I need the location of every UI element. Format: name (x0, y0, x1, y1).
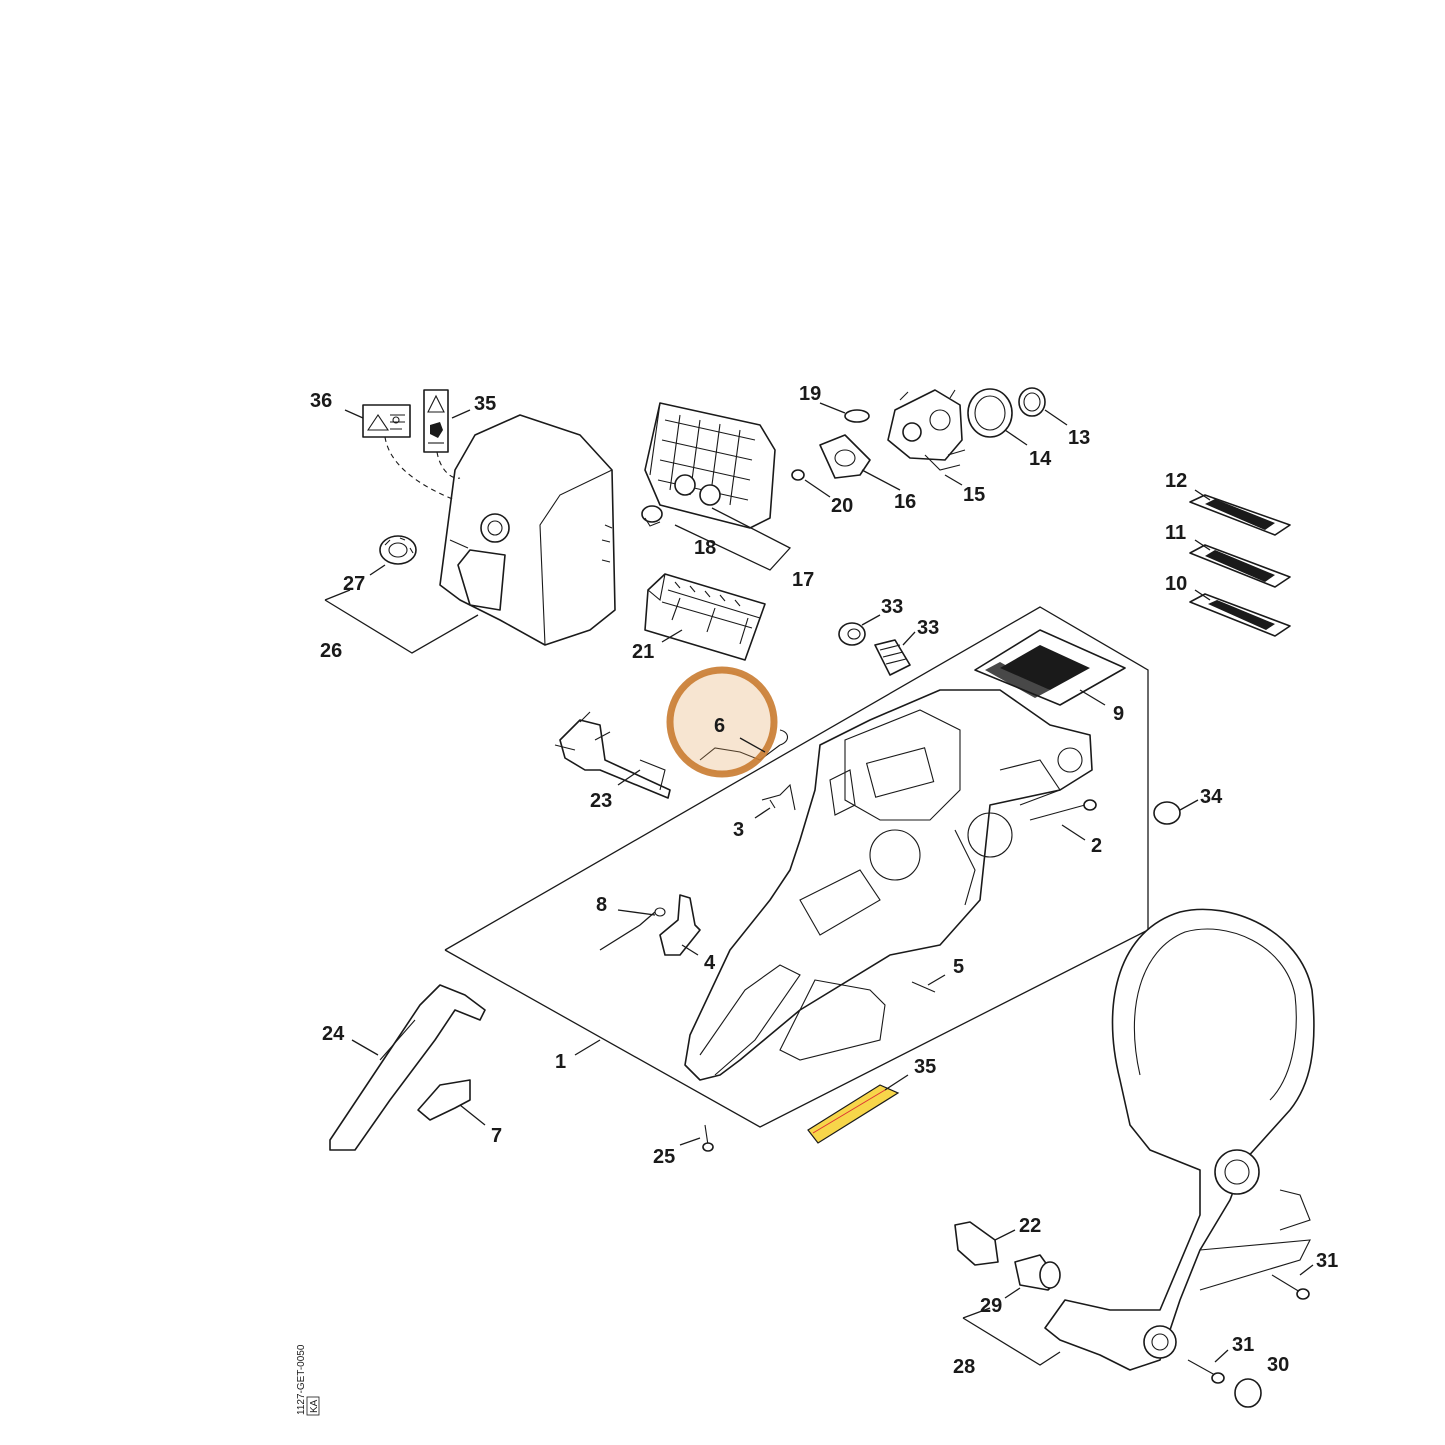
model-badge-10[interactable] (1189, 593, 1291, 637)
callout-22[interactable]: 22 (1019, 1215, 1041, 1237)
callout-25[interactable]: 25 (653, 1146, 675, 1168)
callout-8[interactable]: 8 (596, 894, 607, 916)
svg-text:1127-GET-0050: 1127-GET-0050 (296, 1344, 307, 1415)
callout-18[interactable]: 18 (694, 537, 716, 559)
bracket-7[interactable] (417, 1079, 471, 1121)
carburetor-gasket[interactable] (819, 434, 871, 479)
callout-4[interactable]: 4 (704, 952, 716, 974)
ring-14[interactable] (967, 388, 1013, 438)
callout-10[interactable]: 10 (1165, 573, 1187, 595)
drawing-code: 1127-GET-0050 KA (296, 1344, 320, 1416)
buffer-29[interactable] (1014, 1254, 1061, 1291)
callout-33-upper[interactable]: 33 (881, 596, 903, 618)
pre-filter[interactable] (644, 573, 766, 661)
callout-16[interactable]: 16 (894, 491, 916, 513)
callout-17[interactable]: 17 (792, 569, 814, 591)
air-filter[interactable] (644, 402, 776, 529)
callout-20[interactable]: 20 (831, 495, 853, 517)
callout-26[interactable]: 26 (320, 640, 342, 662)
carburetor[interactable] (887, 389, 966, 471)
label-strip-34[interactable] (807, 1084, 900, 1144)
crankcase-frame (444, 606, 1149, 1128)
svg-text:KA: KA (309, 1399, 320, 1413)
clip-8[interactable] (654, 907, 666, 917)
callout-34[interactable]: 35 (914, 1056, 936, 1078)
callout-21[interactable]: 21 (632, 641, 654, 663)
lever-3[interactable] (761, 783, 796, 811)
callout-2[interactable]: 2 (1091, 835, 1102, 857)
seal-19[interactable] (844, 409, 870, 423)
nut-20[interactable] (791, 469, 805, 481)
callout-29[interactable]: 29 (980, 1295, 1002, 1317)
callout-3[interactable]: 3 (733, 819, 744, 841)
lever-4[interactable] (659, 894, 701, 956)
crankcase-housing[interactable] (684, 689, 1093, 1081)
label-placement-line-36 (384, 436, 456, 501)
throttle-linkage[interactable] (554, 711, 671, 799)
bolt-2[interactable] (1029, 799, 1097, 821)
label-placement-line-35 (436, 451, 461, 479)
callout-36[interactable]: 36 (310, 390, 332, 412)
callout-labels: 36 35 27 26 19 20 16 15 14 13 18 17 21 1… (310, 383, 1338, 1378)
callout-32[interactable]: 33 (917, 617, 939, 639)
buffer-spring-32[interactable] (874, 639, 911, 676)
plug-33-upper[interactable] (838, 622, 866, 646)
callout-15[interactable]: 15 (963, 484, 985, 506)
callout-14[interactable]: 14 (1029, 448, 1052, 470)
callout-11[interactable]: 11 (1165, 522, 1186, 544)
callout-19[interactable]: 19 (799, 383, 821, 405)
highlight-marker[interactable] (666, 666, 778, 778)
callout-6[interactable]: 6 (714, 715, 725, 737)
callout-35[interactable]: 35 (474, 393, 496, 415)
warning-label-35[interactable] (423, 389, 449, 453)
callout-31-bottom[interactable]: 31 (1232, 1334, 1254, 1356)
callout-31-right[interactable]: 31 (1316, 1250, 1338, 1272)
shroud-cover[interactable] (439, 414, 616, 646)
model-decal-housing[interactable] (974, 629, 1126, 706)
callout-27[interactable]: 27 (343, 573, 365, 595)
screw-31-bottom[interactable] (1187, 1359, 1225, 1384)
handlebar[interactable] (1044, 908, 1315, 1371)
screw-25[interactable] (702, 1124, 714, 1152)
screw-31-right[interactable] (1271, 1274, 1310, 1300)
callout-30[interactable]: 30 (1267, 1354, 1289, 1376)
callout-24[interactable]: 24 (322, 1023, 345, 1045)
spring-part-6[interactable] (699, 729, 789, 761)
ring-13[interactable] (1018, 387, 1046, 417)
leader-lines (324, 402, 1314, 1366)
chain-catcher-24[interactable] (329, 984, 486, 1151)
mount-22[interactable] (954, 1221, 999, 1266)
callout-12[interactable]: 12 (1165, 470, 1187, 492)
callout-5[interactable]: 5 (953, 956, 964, 978)
callout-28[interactable]: 28 (953, 1356, 975, 1378)
callout-7[interactable]: 7 (491, 1125, 502, 1147)
callout-13[interactable]: 13 (1068, 427, 1090, 449)
callout-23[interactable]: 23 (590, 790, 612, 812)
callout-33-right[interactable]: 34 (1200, 786, 1223, 808)
plug-33-right[interactable] (1153, 801, 1181, 825)
shroud-knob[interactable] (379, 535, 417, 565)
filter-nut[interactable] (641, 505, 663, 527)
pin-5[interactable] (911, 981, 936, 993)
callout-9[interactable]: 9 (1113, 703, 1124, 725)
model-badge-12[interactable] (1189, 494, 1291, 536)
callout-1[interactable]: 1 (555, 1051, 566, 1073)
cap-30[interactable] (1234, 1378, 1262, 1408)
model-badge-11[interactable] (1189, 544, 1291, 588)
warning-label-36[interactable] (362, 404, 411, 438)
